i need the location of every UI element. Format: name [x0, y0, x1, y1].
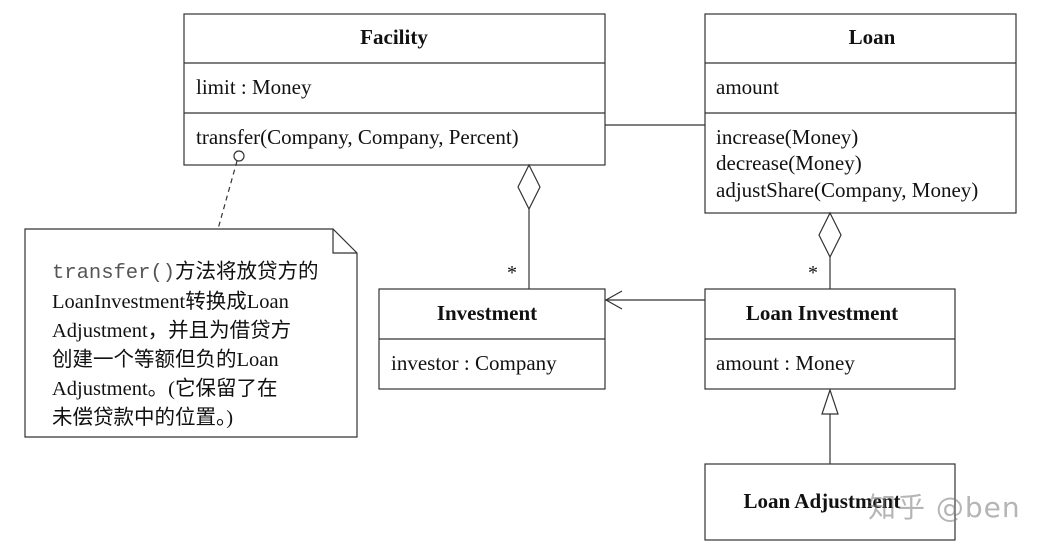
loan-investment-amount-attribute: amount : Money	[716, 351, 855, 375]
investment-class: Investment investor : Company	[378, 288, 606, 390]
note-line-6: 未偿贷款中的位置。)	[52, 407, 234, 429]
loaninvestment-investment-association	[604, 290, 705, 310]
loan-decrease-operation: decrease(Money)	[716, 151, 862, 175]
loanadjustment-generalization	[821, 388, 839, 464]
note-fold-icon	[332, 229, 357, 254]
aggregation-diamond-icon	[818, 211, 842, 259]
loan-investment-class: Loan Investment amount : Money	[704, 288, 956, 390]
note-line-2: LoanInvestment转换成Loan	[52, 291, 289, 313]
note-shape	[24, 228, 358, 438]
note-code-text: transfer()	[52, 262, 176, 285]
loan-investment-multiplicity: *	[808, 262, 818, 284]
investment-investor-attribute: investor : Company	[391, 351, 557, 375]
note-line-1: transfer()方法将放贷方的	[52, 258, 352, 288]
loan-adjustment-class-name: Loan Adjustment	[744, 489, 901, 513]
loan-amount-attribute: amount	[716, 75, 779, 99]
loan-class-name: Loan	[849, 25, 896, 49]
note-line-3: Adjustment，并且为借贷方	[52, 320, 292, 342]
generalization-triangle-icon	[821, 388, 839, 415]
open-arrow-icon	[604, 290, 623, 310]
investment-class-name: Investment	[437, 301, 537, 325]
loan-increase-operation: increase(Money)	[716, 125, 858, 149]
loan-class: Loan amount increase(Money) decrease(Mon…	[704, 13, 1017, 214]
note-line-4: 创建一个等额但负的Loan	[52, 349, 279, 371]
loan-adjustment-class: Loan Adjustment	[704, 463, 956, 541]
facility-investment-aggregation: *	[507, 163, 541, 289]
note-line-1-text: 方法将放贷方的	[175, 261, 319, 283]
aggregation-diamond-icon	[517, 163, 541, 211]
investment-multiplicity: *	[507, 262, 517, 284]
anchor-circle-icon	[233, 150, 245, 162]
facility-limit-attribute: limit : Money	[196, 75, 312, 99]
zhihu-watermark: 知乎 @ben	[868, 491, 1021, 524]
loan-adjustshare-operation: adjustShare(Company, Money)	[716, 178, 978, 202]
loan-loaninvestment-aggregation: *	[808, 211, 842, 289]
facility-class-name: Facility	[360, 25, 428, 49]
facility-class: Facility limit : Money transfer(Company,…	[183, 13, 606, 166]
note-text: transfer()方法将放贷方的 LoanInvestment转换成Loan …	[52, 258, 352, 433]
facility-transfer-operation: transfer(Company, Company, Percent)	[196, 125, 519, 149]
note-anchor	[217, 150, 245, 230]
loan-investment-class-name: Loan Investment	[746, 301, 898, 325]
note-line-5: Adjustment。(它保留了在	[52, 378, 278, 400]
